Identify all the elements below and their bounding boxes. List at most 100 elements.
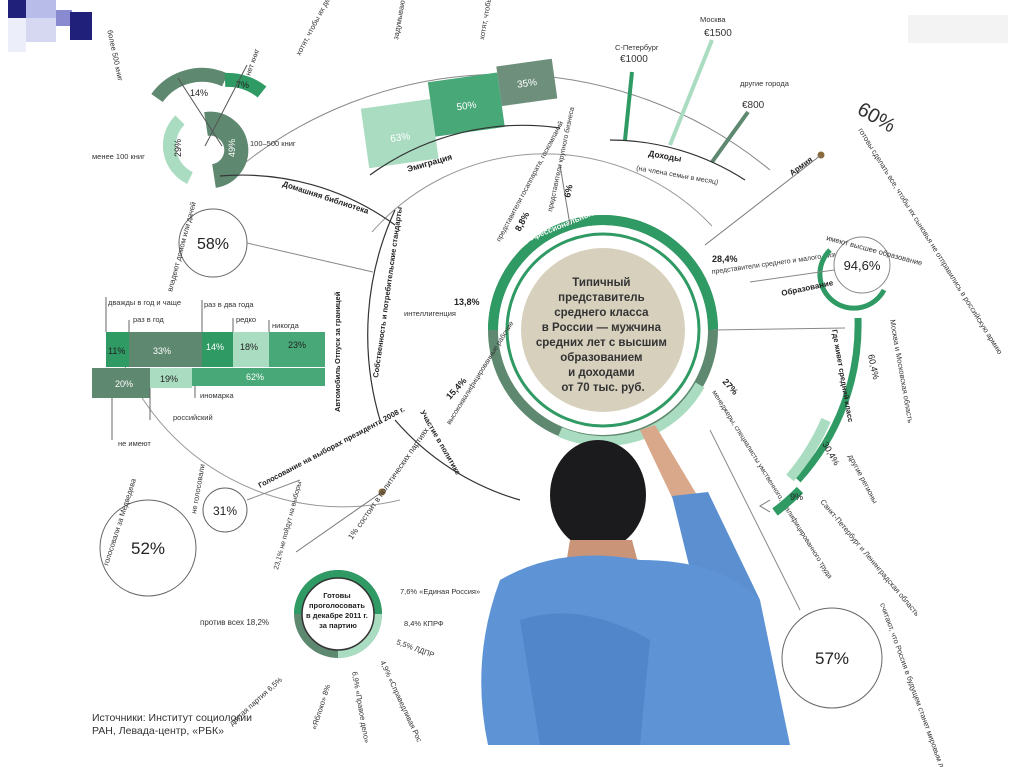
library-label-500: более 500 книг [105, 29, 125, 82]
emigration-label-1: хотят, чтобы их дети учились за границей [294, 0, 370, 57]
income-city-moscow: Москва [700, 15, 726, 24]
residence-arc-9 [772, 486, 804, 516]
army-label: готовы сделать все, чтобы их сыновья не … [856, 126, 1004, 356]
leader-line [709, 429, 801, 611]
vacation-label-2: раз в год [133, 315, 164, 324]
income-bar-spb [623, 71, 634, 141]
party-label-ldpr: 5,5% ЛДПР [395, 637, 435, 659]
residence-label-9: Санкт-Петербург и Ленинградская область [818, 498, 921, 618]
income-value-moscow: €1500 [704, 28, 732, 39]
library-arc-29 [162, 115, 194, 184]
library-cross-a [177, 77, 223, 147]
car-label-1: не имеют [118, 439, 151, 448]
prof-value-27: 27% [721, 377, 740, 397]
vacation-label-4: редко [236, 315, 256, 324]
prof-value-28: 28,4% [712, 254, 738, 264]
residence-value-9: 9% [790, 492, 803, 502]
emigration-value-2: 50% [456, 100, 477, 114]
vacation-bar-11 [106, 332, 129, 367]
residence-arc-30 [786, 417, 831, 482]
not-voted-value: 31% [213, 504, 237, 518]
corner-square-dark [8, 0, 26, 18]
education-value: 94,6% [844, 258, 881, 273]
vacation-bar-33 [129, 332, 202, 367]
vacation-bar-23 [269, 332, 325, 367]
party-label-kprf: 8,4% КПРФ [404, 619, 444, 628]
vote-leader [246, 479, 301, 501]
emigration-bar-1 [360, 99, 439, 169]
residence-label-30: другие регионы [846, 453, 879, 505]
leader-circle [781, 607, 883, 709]
car-bar-62 [192, 368, 325, 386]
income-bar-other [710, 110, 750, 164]
car-bar-19 [150, 368, 192, 388]
center-ring-light [558, 382, 705, 447]
car-value-20: 20% [115, 379, 133, 389]
party-leader [295, 491, 383, 553]
grey-placeholder-box [908, 15, 1008, 43]
vacation-value-18: 18% [240, 342, 258, 352]
army-leader [704, 154, 822, 246]
center-title: Типичный представитель среднего класса в… [536, 277, 670, 394]
income-city-spb: С-Петербург [615, 43, 659, 52]
party-label-against: против всех 18,2% [200, 618, 269, 627]
vacation-label-3: раз в два года [204, 300, 254, 309]
vacation-value-23: 23% [288, 340, 306, 350]
vacation-bars: 11% 33% 14% 18% 23% [106, 332, 325, 367]
emigration-bar-3 [496, 58, 558, 107]
property-title: Собственность и потребительские стандарт… [371, 206, 404, 378]
income-title: Доходы [648, 148, 683, 164]
not-voted-circle [202, 487, 248, 533]
politics-arc [394, 419, 521, 501]
library-cross-b [204, 64, 248, 147]
library-title: Домашняя библиотека [281, 179, 370, 216]
residence-arc-60 [795, 317, 862, 483]
library-label-100-500: 100–500 книг [250, 139, 296, 148]
emigration-label-2: задумываются о том, чтобы покинуть Росси… [391, 0, 427, 40]
vacation-value-14: 14% [206, 342, 224, 352]
house-value: 58% [197, 236, 229, 253]
prof-label-13: интеллигенция [404, 309, 456, 318]
prof-leader-right [712, 327, 846, 331]
army-title: Армия [788, 155, 815, 178]
prof-value-6: 6% [562, 184, 574, 199]
residence-value-30: 30,4% [820, 440, 841, 467]
residence-value-60: 60,4% [866, 353, 881, 380]
car-bar-20 [92, 368, 150, 398]
vacation-title: Отпуск за границей [333, 291, 342, 364]
man-shirt-shade [520, 613, 650, 745]
party-label-er: 7,6% «Единая Россия» [400, 587, 480, 596]
library-value-7: 7% [236, 80, 249, 90]
corner-square-tiny [8, 18, 26, 52]
emigration-value-3: 35% [516, 77, 537, 91]
car-title: Автомобиль [333, 365, 342, 412]
library-label-100: менее 100 книг [92, 152, 145, 161]
library-label-none: нет книг [243, 47, 261, 77]
emigration-arc [369, 124, 561, 176]
parties-title: Готовы проголосовать в декабре 2011 г. з… [306, 591, 370, 630]
library-value-29: 29% [173, 139, 183, 157]
corner-square-big [70, 12, 92, 40]
education-leader [749, 269, 835, 283]
income-value-spb: €1000 [620, 54, 648, 65]
parties-ring-green [294, 570, 382, 615]
corner-square-small [26, 18, 56, 42]
house-leader [246, 242, 374, 273]
corner-square-mid [56, 10, 72, 26]
man-arm [640, 425, 700, 510]
emigration-bars: 63% 50% 35% [360, 58, 558, 169]
vacation-value-11: 11% [108, 346, 125, 356]
corner-square-light [26, 0, 56, 18]
medvedev-value: 52% [131, 539, 165, 558]
income-bar-moscow [668, 39, 714, 146]
library-value-49: 49% [227, 139, 237, 157]
car-label-2: российский [173, 413, 213, 422]
vacation-bar-14 [202, 332, 233, 367]
income-subtitle: (на члена семьи в месяц) [636, 165, 719, 186]
emigration-value-1: 63% [390, 131, 411, 145]
education-circle [833, 236, 891, 294]
parties-disc [301, 577, 375, 651]
man-pointing-illustration [481, 425, 790, 745]
car-label-3: иномарка [200, 391, 234, 400]
vacation-bar-18 [233, 332, 269, 367]
